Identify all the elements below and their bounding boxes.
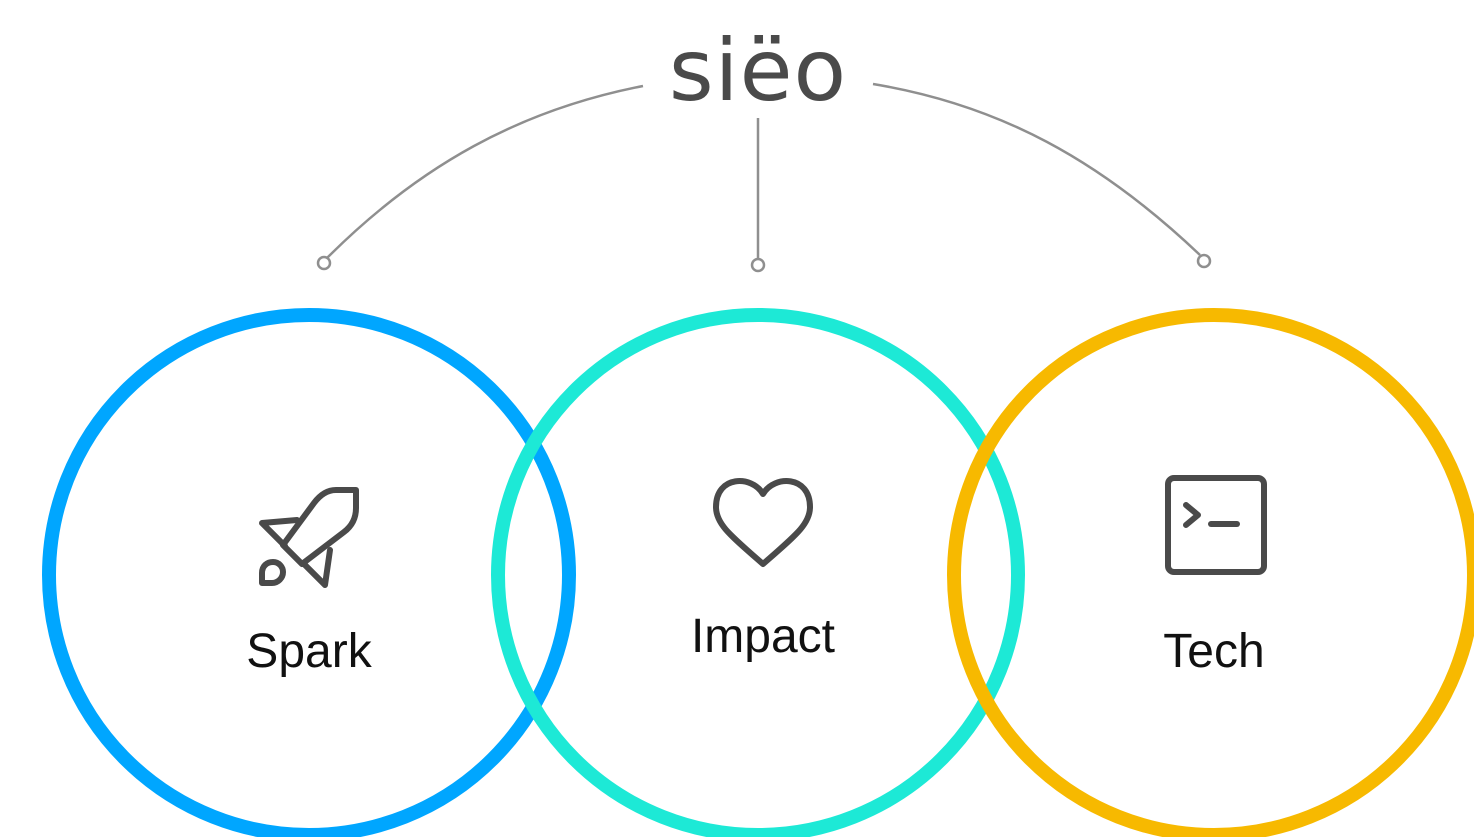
impact-circle: [491, 308, 1025, 837]
tech-label: Tech: [1163, 625, 1264, 678]
tech-circle: [947, 308, 1474, 837]
spark-circle: [42, 308, 576, 837]
pillar-impact: Impact: [691, 478, 835, 663]
terminal-icon: [1165, 475, 1267, 575]
pillar-tech: Tech: [1163, 475, 1267, 678]
connector-right: [872, 82, 1201, 256]
connector-lines: [316, 82, 1212, 273]
spark-label: Spark: [246, 625, 372, 678]
impact-label: Impact: [691, 610, 835, 663]
rocket-icon: [259, 487, 359, 588]
connector-dot-right: [1196, 253, 1212, 269]
connector-left: [326, 84, 644, 259]
pillar-circles: [42, 308, 1474, 837]
connector-dot-left: [316, 255, 332, 271]
brand-logo-text: siëo: [669, 21, 847, 121]
heart-icon: [713, 478, 813, 567]
connector-dot-center: [750, 257, 766, 273]
pillar-spark: Spark: [246, 487, 373, 678]
